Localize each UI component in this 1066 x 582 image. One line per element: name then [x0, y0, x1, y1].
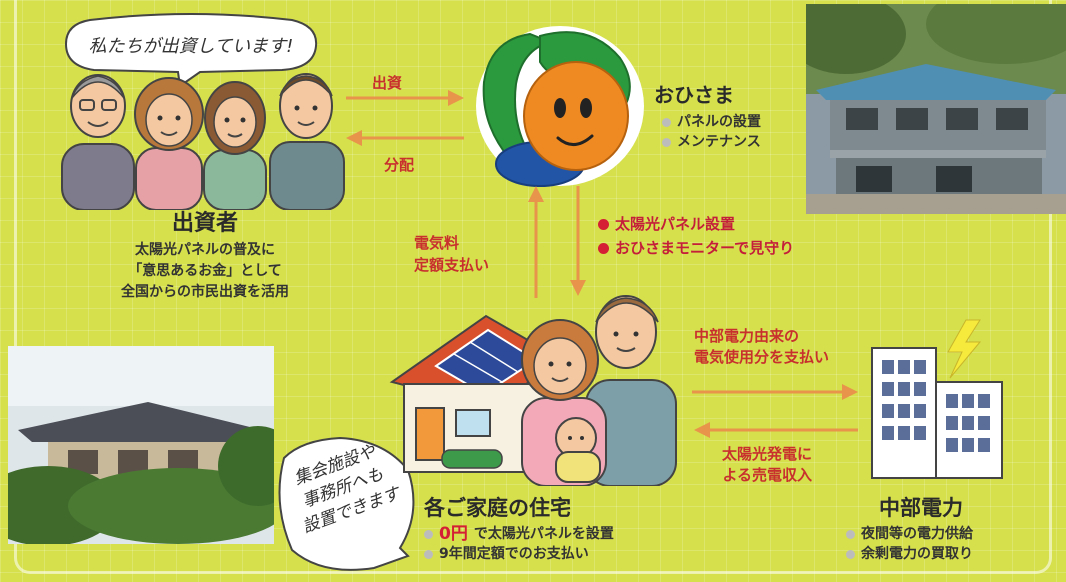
invest-arrow [346, 90, 464, 106]
investor-person-2 [134, 77, 204, 210]
invest-distribute-arrows [346, 90, 464, 146]
investors-title: 出資者 [171, 211, 238, 236]
install-down-arrow [570, 186, 586, 296]
red-bullet-icon [598, 218, 609, 230]
baby-figure [555, 417, 601, 483]
home-block: 各ご家庭の住宅 0円で太陽光パネルを設置 9年間定額でのお支払い [424, 494, 614, 564]
vertical-flow-arrows [528, 186, 586, 298]
sale-income-arrow [694, 422, 858, 438]
install-line-2: おひさまモニターで見守り [598, 236, 794, 260]
bullet-icon [662, 117, 671, 127]
investors-illustration [61, 73, 345, 210]
invest-label: 出資 [372, 74, 403, 92]
investors-block: 出資者 太陽光パネルの普及に 「意思あるお金」として 全国からの市民出資を活用 [60, 210, 350, 303]
bullet-icon [846, 529, 855, 539]
payment-arrow [692, 384, 858, 400]
home-chubu-arrows [692, 384, 858, 438]
ohisama-item-1: パネルの設置 [662, 112, 761, 132]
chubu-title: 中部電力 [879, 496, 963, 520]
investors-speech-text: 私たちが出資しています! [89, 36, 294, 57]
chubu-to-home-label: 中部電力由来の 電気使用分を支払い [694, 327, 830, 366]
investors-speech-bubble: 私たちが出資しています! [64, 13, 318, 88]
father-figure [585, 295, 677, 486]
lightning-bolt-icon [947, 319, 982, 379]
bullet-icon [846, 549, 855, 559]
ohisama-title: おひさま [654, 83, 734, 107]
investor-person-1 [61, 74, 135, 210]
chubu-building-illustration [871, 319, 1003, 479]
investors-line-3: 全国からの市民出資を活用 [121, 284, 289, 300]
distribute-label: 分配 [384, 156, 415, 174]
facility-speech-bubble [278, 436, 415, 571]
zero-yen-highlight: 0円 [439, 524, 468, 544]
red-bullet-icon [598, 242, 609, 254]
background-frame [14, 0, 1052, 574]
investors-line-1: 太陽光パネルの普及に [135, 242, 275, 258]
ohisama-block: おひさま パネルの設置 メンテナンス [654, 82, 761, 152]
ohisama-item-2: メンテナンス [662, 132, 761, 152]
bullet-icon [424, 529, 433, 539]
fee-up-arrow [528, 186, 544, 298]
investors-line-2: 「意思あるお金」として [128, 263, 282, 279]
ohisama-logo [476, 26, 644, 187]
bullet-icon [662, 137, 671, 147]
home-item-2: 9年間定額でのお支払い [424, 544, 614, 564]
chubu-block: 中部電力 夜間等の電力供給 余剰電力の買取り [846, 494, 996, 564]
fee-label: 電気料 定額支払い [414, 234, 490, 274]
home-item-1: 0円で太陽光パネルを設置 [424, 524, 614, 544]
photo-rooftop-solar-house [806, 4, 1066, 214]
chubu-item-2: 余剰電力の買取り [846, 544, 996, 564]
chubu-item-1: 夜間等の電力供給 [846, 524, 996, 544]
investor-person-4 [269, 73, 345, 210]
photo-japanese-house [8, 346, 274, 544]
investor-person-3 [203, 81, 267, 210]
install-line-1: 太陽光パネル設置 [598, 212, 794, 236]
home-title: 各ご家庭の住宅 [424, 496, 571, 520]
home-to-chubu-label: 太陽光発電に よる売電収入 [722, 445, 813, 484]
logo-sun-face-icon [523, 61, 629, 171]
install-label: 太陽光パネル設置 おひさまモニターで見守り [598, 212, 794, 260]
home-family-illustration [389, 295, 677, 486]
bullet-icon [424, 549, 433, 559]
distribute-arrow [346, 130, 464, 146]
